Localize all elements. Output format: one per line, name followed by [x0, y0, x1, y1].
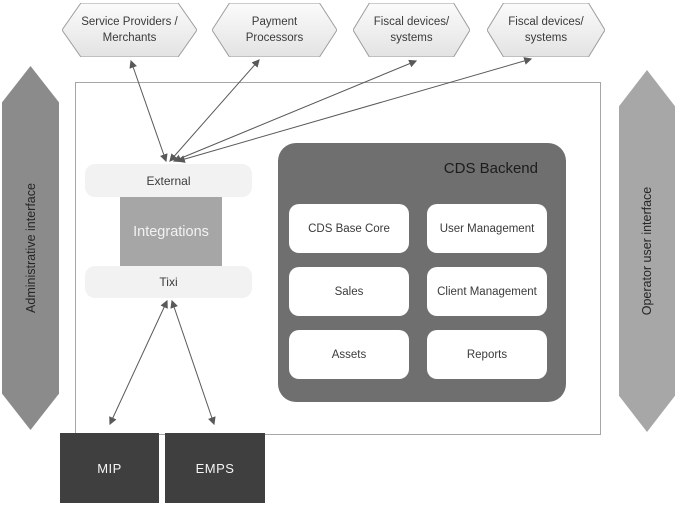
external-label: External: [146, 173, 191, 188]
operator-interface-arrow: Operator user interface: [619, 70, 675, 432]
hexagon-service-providers-merchants: Service Providers / Merchants: [62, 3, 197, 57]
cds-backend-group: CDS Backend CDS Base Core User Managemen…: [278, 143, 566, 402]
external-node: External: [85, 164, 252, 197]
module-cds-base-core: CDS Base Core: [289, 204, 409, 253]
emps-node: EMPS: [165, 433, 265, 503]
emps-label: EMPS: [195, 460, 235, 476]
hexagon-fill: [212, 3, 337, 57]
hexagon-label: Service Providers / Merchants: [81, 15, 178, 44]
mip-label: MIP: [97, 460, 122, 476]
integrations-label: Integrations: [133, 223, 209, 240]
module-client-management: Client Management: [427, 267, 547, 316]
hexagon-fiscal-devices-1: Fiscal devices/ systems: [353, 3, 470, 57]
tixi-node: Tixi: [85, 266, 252, 298]
administrative-interface-label: Administrative interface: [23, 183, 38, 313]
module-sales: Sales: [289, 267, 409, 316]
hexagon-payment-processors: Payment Processors: [212, 3, 337, 57]
hexagon-label: Payment Processors: [245, 15, 304, 44]
hexagon-label: Fiscal devices/ systems: [373, 15, 450, 44]
module-user-management: User Management: [427, 204, 547, 253]
operator-interface-label: Operator user interface: [640, 186, 654, 316]
hexagon-fill: [62, 3, 197, 57]
hexagon-fiscal-devices-2: Fiscal devices/ systems: [487, 3, 605, 57]
hexagon-fill: [353, 3, 470, 57]
hexagon-label: Fiscal devices/ systems: [508, 15, 584, 44]
module-assets: Assets: [289, 330, 409, 379]
cds-backend-title: CDS Backend: [443, 160, 538, 177]
hexagon-fill: [487, 3, 605, 57]
module-reports: Reports: [427, 330, 547, 379]
tixi-label: Tixi: [159, 275, 178, 289]
integrations-node: Integrations: [120, 197, 222, 266]
administrative-interface-arrow: Administrative interface: [2, 66, 59, 430]
mip-node: MIP: [60, 433, 159, 503]
